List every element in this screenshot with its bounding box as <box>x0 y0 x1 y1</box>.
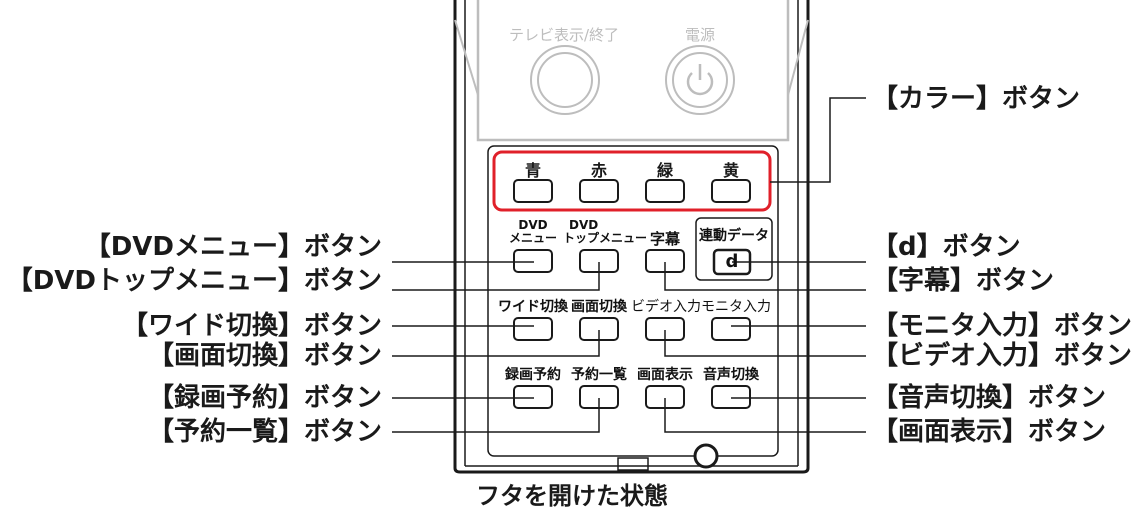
dvd-top-menu-label-line1: DVD <box>569 218 599 232</box>
dvd-menu-button <box>513 249 553 273</box>
callout-video-input: 【ビデオ入力】ボタン <box>872 341 1133 371</box>
strap-hole <box>693 443 719 469</box>
subtitle-label: 字幕 <box>649 230 680 248</box>
red-label: 赤 <box>590 161 607 180</box>
tv-display-label: テレビ表示/終了 <box>508 26 620 44</box>
leader-color <box>770 97 866 183</box>
callout-record: 【録画予約】ボタン <box>147 383 382 413</box>
yellow-button <box>711 179 751 203</box>
monitor-input-label: モニタ入力 <box>701 299 771 315</box>
callout-color: 【カラー】ボタン <box>872 84 1081 114</box>
button-panel <box>487 145 779 457</box>
green-label: 緑 <box>656 161 673 180</box>
callout-dvd-menu: 【DVDメニュー】ボタン <box>84 232 382 262</box>
leader-dvd-top-menu <box>392 262 600 291</box>
wide-label: ワイド切換 <box>498 299 568 315</box>
tv-button-outer <box>530 45 600 115</box>
callout-audio-switch: 【音声切換】ボタン <box>872 383 1107 413</box>
lid-left-slant <box>454 19 479 96</box>
yellow-label: 黄 <box>722 161 739 180</box>
red-button <box>579 179 619 203</box>
callout-screen-switch: 【画面切換】ボタン <box>147 341 382 371</box>
power-button-inner <box>672 52 728 108</box>
leader-subtitle <box>664 262 866 291</box>
callout-d: 【d】ボタン <box>872 232 1021 262</box>
remote-body-outline <box>453 0 810 474</box>
bottom-notch <box>617 457 649 471</box>
blue-button <box>513 179 553 203</box>
leader-screen-display <box>664 398 866 433</box>
wide-button <box>513 317 553 341</box>
power-label: 電源 <box>684 26 715 44</box>
record-button <box>513 385 553 409</box>
schedule-list-label: 予約一覧 <box>571 367 627 383</box>
data-panel-box <box>695 217 773 281</box>
blue-label: 青 <box>524 161 541 180</box>
green-button <box>645 179 685 203</box>
lid-outline <box>476 0 790 142</box>
dvd-top-menu-label: DVD トップメニュー <box>563 218 648 245</box>
callout-wide: 【ワイド切換】ボタン <box>121 311 382 341</box>
lid-right-slant <box>787 19 809 96</box>
figure-caption: フタを開けた状態 <box>476 482 668 510</box>
screen-display-label: 画面表示 <box>637 367 693 383</box>
power-icon <box>686 64 714 96</box>
video-input-label: ビデオ入力 <box>631 299 701 315</box>
monitor-input-button <box>711 317 751 341</box>
dvd-top-menu-label-line2: トップメニュー <box>563 231 648 245</box>
screen-switch-label: 画面切換 <box>571 299 627 315</box>
record-label: 録画予約 <box>505 367 561 383</box>
power-button-outer <box>665 45 735 115</box>
color-group-highlight <box>492 150 772 212</box>
leader-video-input <box>664 330 866 357</box>
tv-button-inner <box>537 52 593 108</box>
callout-monitor-input: 【モニタ入力】ボタン <box>872 311 1133 341</box>
linked-data-label: 連動データ <box>699 228 769 244</box>
leader-screen-switch <box>392 330 600 357</box>
leader-schedule-list <box>392 398 600 433</box>
audio-switch-label: 音声切換 <box>703 367 759 383</box>
callout-schedule-list: 【予約一覧】ボタン <box>147 417 382 447</box>
callout-dvd-top-menu: 【DVDトップメニュー】ボタン <box>6 266 382 296</box>
callout-screen-display: 【画面表示】ボタン <box>872 417 1107 447</box>
callout-subtitle: 【字幕】ボタン <box>872 266 1055 296</box>
d-key-label: d <box>725 251 739 272</box>
audio-switch-button <box>711 385 751 409</box>
dvd-menu-label: DVD メニュー <box>503 219 563 245</box>
dvd-menu-label-line2: メニュー <box>508 231 557 245</box>
dvd-menu-label-line1: DVD <box>518 218 548 232</box>
